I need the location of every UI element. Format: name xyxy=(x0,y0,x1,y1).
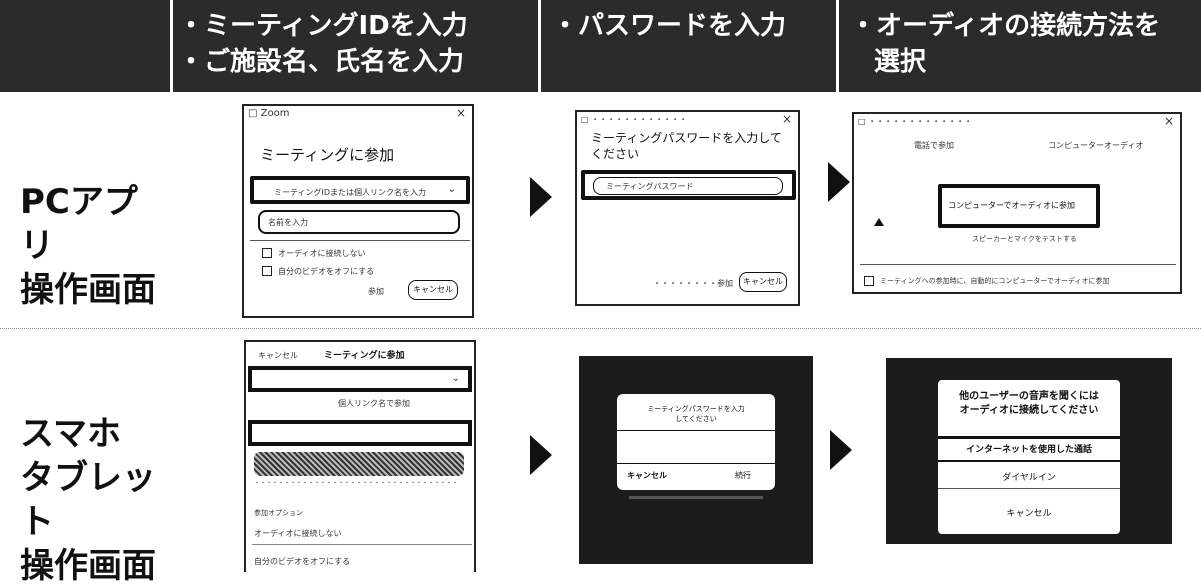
video-off-option[interactable]: 自分のビデオをオフにする xyxy=(254,557,351,566)
mobile-join-title: ミーティングに参加 xyxy=(324,351,405,361)
mobile-row-label: スマホ タブレット 操作画面 xyxy=(20,412,170,588)
divider xyxy=(938,488,1120,489)
join-button[interactable]: ・・・・・・・・参加 xyxy=(653,279,733,288)
auto-join-checkbox[interactable] xyxy=(864,276,874,286)
join-button[interactable]: 参加 xyxy=(368,287,384,296)
scroll-indicator xyxy=(629,496,763,499)
header-separator xyxy=(836,0,839,92)
tab-computer-audio[interactable]: コンピューターオーディオ xyxy=(1048,141,1144,150)
window-title-bar: □ ・・・・・・・・・・・・ xyxy=(581,115,688,124)
step1-line2: ・ご施設名、氏名を入力 xyxy=(178,47,465,77)
terms-text: ・・・・・・・・・・・・・・・・・・・・・・・・・・・・・・・・・・ xyxy=(254,480,459,487)
arrow-right-icon xyxy=(828,162,850,202)
auto-join-label: ミーティングへの参加時に、自動的にコンピューターでオーディオに参加 xyxy=(880,277,1110,285)
pc-label-line1: PCアプリ xyxy=(20,182,138,266)
cursor-icon xyxy=(874,218,884,226)
header-separator xyxy=(170,0,173,92)
pc-audio-window: □ ・・・・・・・・・・・・・ × 電話で参加 コンピューターオーディオ コンピ… xyxy=(852,112,1182,294)
mobile-label-line2: タブレット xyxy=(20,458,156,542)
step2-line1: ・パスワードを入力 xyxy=(552,11,787,41)
step2-heading: ・パスワードを入力 xyxy=(552,8,832,44)
row-divider xyxy=(0,328,1201,329)
step3-line1: ・オーディオの接続方法を xyxy=(850,11,1161,41)
divider xyxy=(252,544,472,545)
arrow-right-icon xyxy=(830,430,852,470)
tab-phone[interactable]: 電話で参加 xyxy=(914,141,954,150)
pc-row-label: PCアプリ 操作画面 xyxy=(20,180,170,312)
mobile-password-screen: ミーティングパスワードを入力 してください キャンセル 続行 xyxy=(579,356,813,564)
mobile-join-screen: キャンセル ミーティングに参加 ⌄ 個人リンク名で参加 ・・・・・・・・・・・・… xyxy=(244,340,476,572)
password-input[interactable] xyxy=(617,430,775,464)
cancel-option[interactable]: キャンセル xyxy=(1006,509,1052,519)
mobile-audio-screen: 他のユーザーの音声を聞くには オーディオに接続してください インターネットを使用… xyxy=(886,358,1172,544)
video-off-label: 自分のビデオをオフにする xyxy=(278,267,375,276)
meeting-id-input[interactable]: ミーティングIDまたは個人リンク名を入力 ⌄ xyxy=(250,176,470,204)
password-title: ミーティングパスワードを入力して ください xyxy=(591,131,782,161)
step1-line1: ・ミーティングIDを入力 xyxy=(178,11,468,41)
password-input[interactable]: ミーティングパスワード xyxy=(581,170,796,200)
test-audio-link[interactable]: スピーカーとマイクをテストする xyxy=(972,235,1077,243)
close-icon[interactable]: × xyxy=(1163,114,1174,128)
divider xyxy=(250,240,470,241)
no-audio-option[interactable]: オーディオに接続しない xyxy=(254,529,342,538)
header-bar xyxy=(0,0,1201,92)
dial-in-option[interactable]: ダイヤルイン xyxy=(1002,473,1056,483)
join-button[interactable] xyxy=(254,452,464,476)
divider xyxy=(938,460,1120,462)
name-input[interactable]: 名前を入力 xyxy=(258,210,460,234)
join-options-label: 参加オプション xyxy=(254,509,303,517)
mobile-label-line3: 操作画面 xyxy=(20,546,156,586)
audio-dialog: 他のユーザーの音声を聞くには オーディオに接続してください インターネットを使用… xyxy=(938,380,1120,534)
video-off-checkbox[interactable] xyxy=(262,266,272,276)
chevron-down-icon[interactable]: ⌄ xyxy=(451,373,460,384)
mobile-label-line1: スマホ xyxy=(20,414,121,454)
window-title-bar: □ ・・・・・・・・・・・・・ xyxy=(858,117,973,126)
close-icon[interactable]: × xyxy=(455,106,466,120)
internet-audio-option[interactable]: インターネットを使用した通話 xyxy=(965,445,1092,455)
continue-button[interactable]: 続行 xyxy=(735,471,751,480)
meeting-id-input[interactable]: ⌄ xyxy=(248,366,472,392)
audio-title: 他のユーザーの音声を聞くには オーディオに接続してください xyxy=(959,391,1099,416)
cancel-button[interactable]: キャンセル xyxy=(739,272,787,292)
step3-heading: ・オーディオの接続方法を 選択 xyxy=(850,8,1195,80)
password-prompt: ミーティングパスワードを入力 してください xyxy=(647,405,745,423)
personal-link-label[interactable]: 個人リンク名で参加 xyxy=(338,399,410,408)
no-audio-label: オーディオに接続しない xyxy=(278,249,366,258)
arrow-right-icon xyxy=(530,435,552,475)
zoom-title: □ Zoom xyxy=(248,108,290,119)
header-separator xyxy=(538,0,541,92)
no-audio-checkbox[interactable] xyxy=(262,248,272,258)
pc-password-window: □ ・・・・・・・・・・・・ × ミーティングパスワードを入力して ください ミ… xyxy=(575,110,800,306)
cancel-link[interactable]: キャンセル xyxy=(258,351,298,360)
close-icon[interactable]: × xyxy=(781,112,792,126)
pc-join-window: □ Zoom × ミーティングに参加 ミーティングIDまたは個人リンク名を入力 … xyxy=(242,104,474,318)
cancel-button[interactable]: キャンセル xyxy=(627,471,667,480)
cancel-button[interactable]: キャンセル xyxy=(408,280,458,300)
step1-heading: ・ミーティングIDを入力 ・ご施設名、氏名を入力 xyxy=(178,8,533,80)
divider xyxy=(938,436,1120,439)
pc-label-line2: 操作画面 xyxy=(20,270,156,310)
password-dialog: ミーティングパスワードを入力 してください キャンセル 続行 xyxy=(617,394,775,490)
arrow-right-icon xyxy=(530,177,552,217)
chevron-down-icon[interactable]: ⌄ xyxy=(447,184,456,195)
divider xyxy=(860,264,1176,265)
step3-line2: 選択 xyxy=(874,47,927,77)
join-computer-audio-button[interactable]: コンピューターでオーディオに参加 xyxy=(938,184,1100,228)
join-title: ミーティングに参加 xyxy=(260,146,395,164)
name-input[interactable] xyxy=(248,420,472,446)
